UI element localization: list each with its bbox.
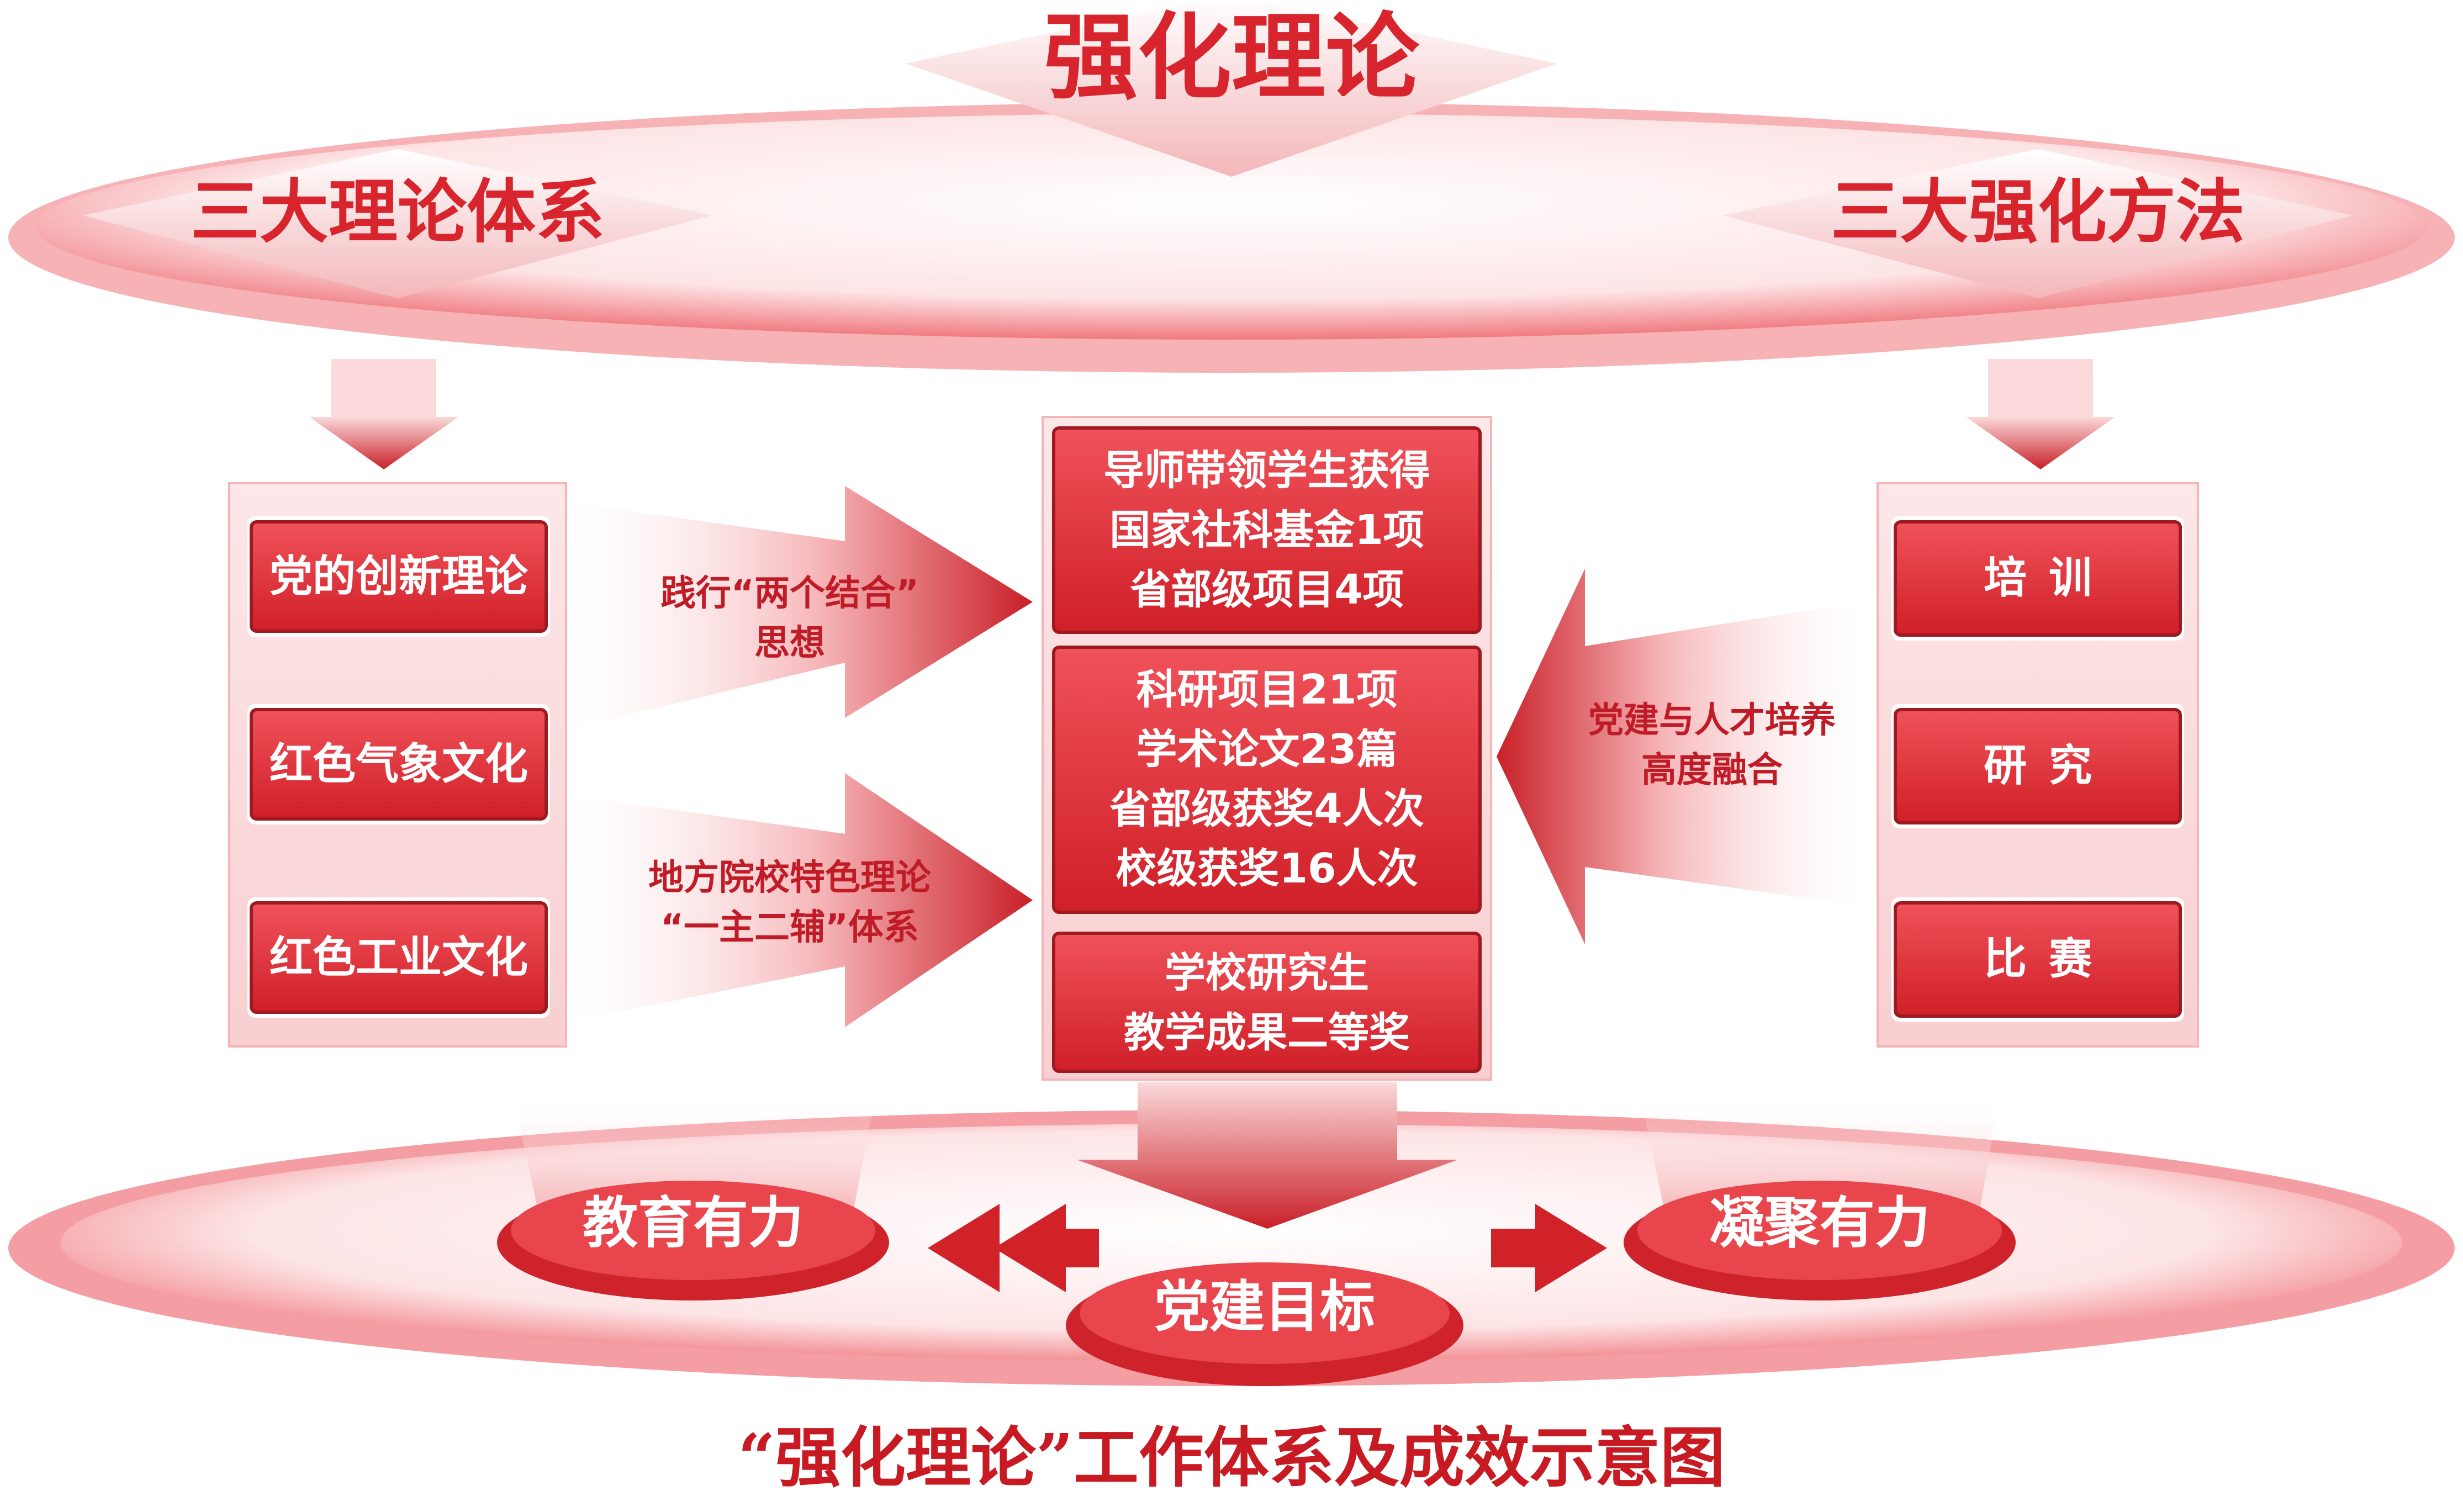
theory-item-red-industry: 红色工业文化 — [269, 933, 528, 982]
theory-item-red-meteorology: 红色气象文化 — [269, 739, 528, 789]
center-down-arrow — [1077, 1082, 1458, 1229]
lower-left-arrow-line2: “一主二辅”体系 — [660, 907, 919, 948]
result-box-research: 科研项目21项 学术论文23篇 省部级获奖4人次 校级获奖16人次 — [1057, 660, 1477, 898]
right-method-title: 三大强化方法 — [1831, 172, 2245, 252]
method-item-competition: 比赛 — [1983, 934, 2114, 984]
right-small-arrow — [1535, 1204, 1607, 1292]
result-funding-line3: 省部级项目4项 — [1130, 566, 1404, 614]
result-box-teaching-award: 学校研究生 教学成果二等奖 — [1057, 943, 1477, 1062]
lower-left-arrow — [569, 773, 1033, 1027]
center-boxes — [1052, 426, 1482, 1073]
left-title-diamond — [83, 149, 712, 298]
upper-left-arrow-line2: 思想 — [754, 623, 825, 664]
right-arrow-line2: 高度融合 — [1641, 750, 1783, 791]
goal-education: 教育有力 — [583, 1191, 804, 1255]
left-down-arrow — [309, 359, 458, 469]
result-award-line2: 教学成果二等奖 — [1124, 1009, 1410, 1056]
diagram-caption: “强化理论”工作体系及成效示意图 — [738, 1419, 1725, 1496]
upper-left-arrow — [569, 486, 1033, 729]
upper-left-arrow-line1: 践行“两个结合” — [660, 573, 919, 614]
goal-cohesion: 凝聚有力 — [1709, 1191, 1930, 1255]
result-research-line4: 校级获奖16人次 — [1116, 845, 1418, 892]
lower-left-arrow-text: 地方院校特色理论 “一主二辅”体系 — [580, 853, 1000, 953]
right-arrow-line1: 党建与人才培养 — [1588, 700, 1836, 741]
method-item-research: 研究 — [1983, 741, 2114, 791]
method-item-training: 培训 — [1983, 553, 2114, 603]
right-arrow-text: 党建与人才培养 高度融合 — [1502, 696, 1922, 795]
result-funding-line1: 导师带领学生获得 — [1103, 447, 1430, 494]
upper-left-arrow-text: 践行“两个结合” 思想 — [580, 569, 1000, 668]
right-boxes — [1891, 516, 2184, 1022]
result-research-line2: 学术论文23篇 — [1136, 726, 1398, 773]
goal-party-building: 党建目标 — [1154, 1275, 1375, 1339]
theory-item-party-innovation: 党的创新理论 — [269, 552, 528, 601]
title-diamond-shape — [906, 0, 1557, 177]
result-box-funding: 导师带领学生获得 国家社科基金1项 省部级项目4项 — [1057, 441, 1477, 620]
result-research-line3: 省部级获奖4人次 — [1109, 785, 1424, 833]
result-research-line1: 科研项目21项 — [1136, 666, 1398, 713]
result-funding-line2: 国家社科基金1项 — [1109, 506, 1424, 554]
main-title: 强化理论 — [1043, 3, 1419, 113]
left-boxes — [247, 516, 550, 1018]
right-title-diamond — [1723, 149, 2353, 298]
top-ellipse — [8, 102, 2455, 373]
right-down-arrow — [1966, 359, 2115, 469]
lower-left-arrow-line1: 地方院校特色理论 — [648, 858, 931, 898]
left-small-arrow — [994, 1204, 1066, 1292]
right-arrow — [1497, 569, 1861, 944]
result-award-line1: 学校研究生 — [1165, 949, 1369, 997]
left-system-title: 三大理论体系 — [191, 172, 605, 252]
